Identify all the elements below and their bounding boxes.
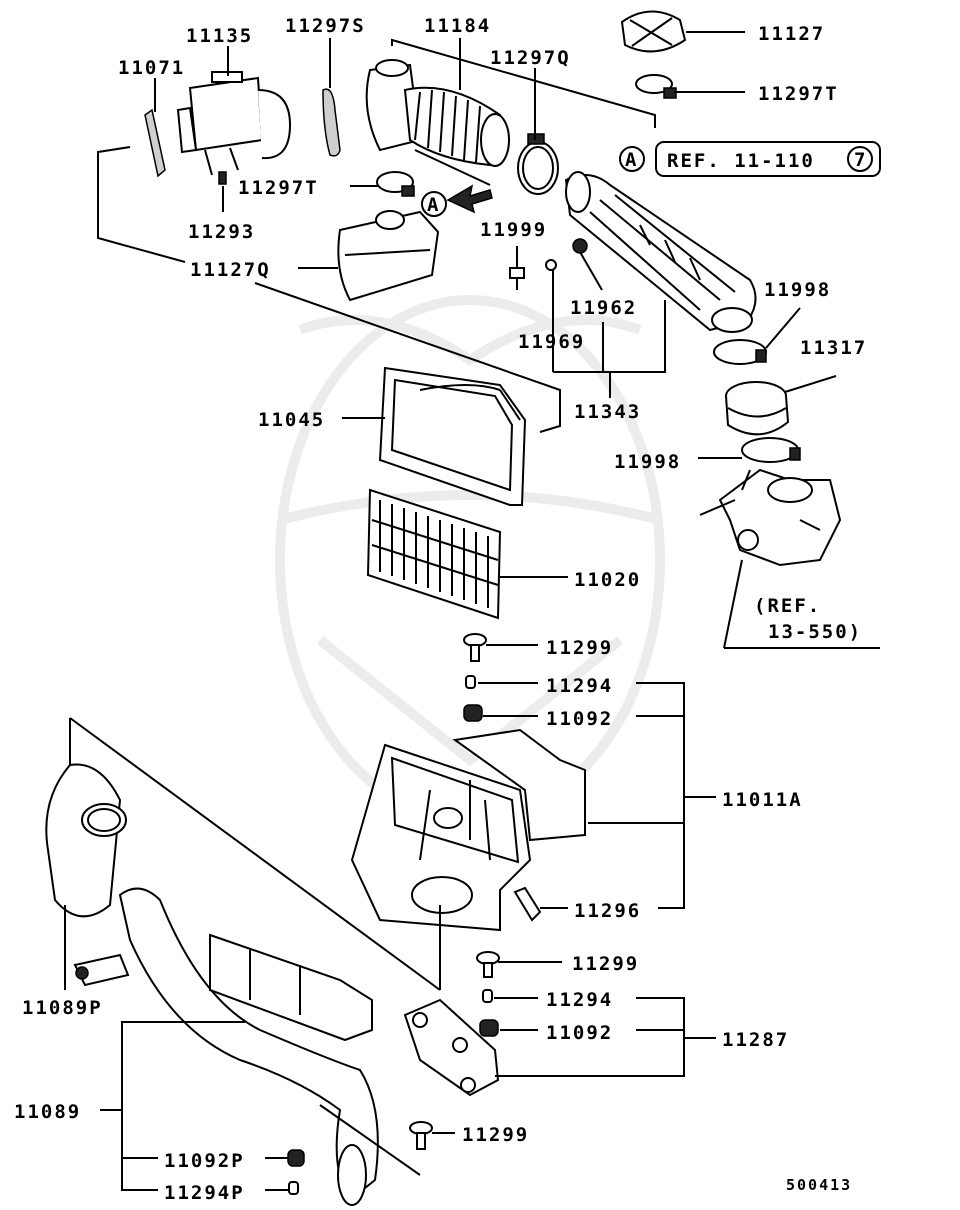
part-11011A-cleaner-case [350, 728, 586, 932]
callout-11011A: 11011A [722, 789, 803, 811]
callout-labels: 11071 11135 11297S 11184 11297Q 11127 11… [14, 15, 867, 1204]
part-11998-clamp-lower [741, 437, 801, 463]
callout-11089: 11089 [14, 1101, 81, 1123]
callout-11071: 11071 [118, 57, 185, 79]
callout-11299-c: 11299 [462, 1124, 529, 1146]
callout-11127: 11127 [758, 23, 825, 45]
arrow-marker-A: A [421, 191, 447, 217]
part-11127Q-resonator [337, 210, 440, 302]
part-11297Q-clamp [517, 133, 559, 195]
reference-13-550: (REF. 13-550) [754, 595, 862, 643]
part-11294-collar-a [465, 675, 476, 689]
part-11287-bracket [403, 998, 500, 1097]
part-11299-bolt-c [409, 1121, 433, 1150]
callout-11317: 11317 [800, 337, 867, 359]
callout-11297T-right: 11297T [758, 83, 839, 105]
ref-box-number: 7 [854, 149, 865, 171]
part-11969-washer [545, 259, 557, 271]
ref-13550-line2: 13-550) [768, 621, 862, 643]
part-11184-intake-hose [365, 59, 510, 167]
section-arrow [446, 184, 493, 214]
part-11297T-clamp-center [376, 171, 415, 197]
part-11020-filter-element [366, 488, 502, 620]
part-11343-air-duct [564, 171, 757, 333]
part-11962-grommet [572, 238, 588, 254]
callout-11297Q: 11297Q [490, 47, 571, 69]
callout-11969: 11969 [518, 331, 585, 353]
part-11089P-elbow [45, 763, 127, 918]
callout-11299-a: 11299 [546, 637, 613, 659]
callout-11998-lower: 11998 [614, 451, 681, 473]
callout-11092-b: 11092 [546, 1022, 613, 1044]
callout-11962: 11962 [570, 297, 637, 319]
ref-13550-line1: (REF. [754, 595, 821, 617]
callout-11127Q: 11127Q [190, 259, 271, 281]
part-11135-airflow-sensor [176, 71, 292, 176]
part-11127-cap [620, 10, 687, 53]
callout-11089P: 11089P [22, 997, 103, 1019]
part-11089-intake-duct [73, 887, 379, 1206]
part-11299-bolt-b [476, 951, 500, 978]
callout-11998-upper: 11998 [764, 279, 831, 301]
callout-11045: 11045 [258, 409, 325, 431]
part-11092-grommet-b [479, 1019, 499, 1037]
part-11294P-collar [288, 1181, 299, 1195]
part-11092-grommet-a [463, 704, 483, 722]
callout-11294P: 11294P [164, 1182, 245, 1204]
callout-11287: 11287 [722, 1029, 789, 1051]
arrow-marker-letter: A [427, 194, 439, 216]
diagram-code: 500413 [786, 1176, 852, 1194]
part-11297S-band [322, 88, 341, 157]
callout-11135: 11135 [186, 25, 253, 47]
callout-11092-a: 11092 [546, 708, 613, 730]
part-11999-bolt [509, 267, 525, 290]
callout-11020: 11020 [574, 569, 641, 591]
callout-11293: 11293 [188, 221, 255, 243]
part-11092P-grommet [287, 1149, 305, 1167]
part-11293-screw [218, 171, 227, 185]
part-11299-bolt-a [463, 633, 487, 662]
callout-11297S: 11297S [285, 15, 366, 37]
callout-11294-b: 11294 [546, 989, 613, 1011]
callout-11092P: 11092P [164, 1150, 245, 1172]
part-11297T-clamp-right [635, 74, 677, 99]
part-11045-cleaner-cover [378, 366, 527, 506]
callout-11999: 11999 [480, 219, 547, 241]
ref-box-letter: A [625, 149, 637, 171]
ref-box-text: REF. 11-110 [667, 150, 815, 172]
callout-11297T-center: 11297T [238, 177, 319, 199]
callout-11343: 11343 [574, 401, 641, 423]
callout-11294-a: 11294 [546, 675, 613, 697]
part-11296-clip [513, 886, 542, 922]
leader-lines [64, 31, 880, 1191]
callout-11296: 11296 [574, 900, 641, 922]
part-11294-collar-b [482, 989, 493, 1003]
callout-11299-b: 11299 [572, 953, 639, 975]
callout-11184: 11184 [424, 15, 491, 37]
part-11317-hose [725, 381, 790, 436]
part-11998-clamp-upper [713, 339, 767, 365]
reference-11-110: A REF. 11-110 7 [619, 141, 881, 177]
throttle-body-assembly [699, 468, 842, 567]
part-11071-gasket [144, 108, 166, 178]
